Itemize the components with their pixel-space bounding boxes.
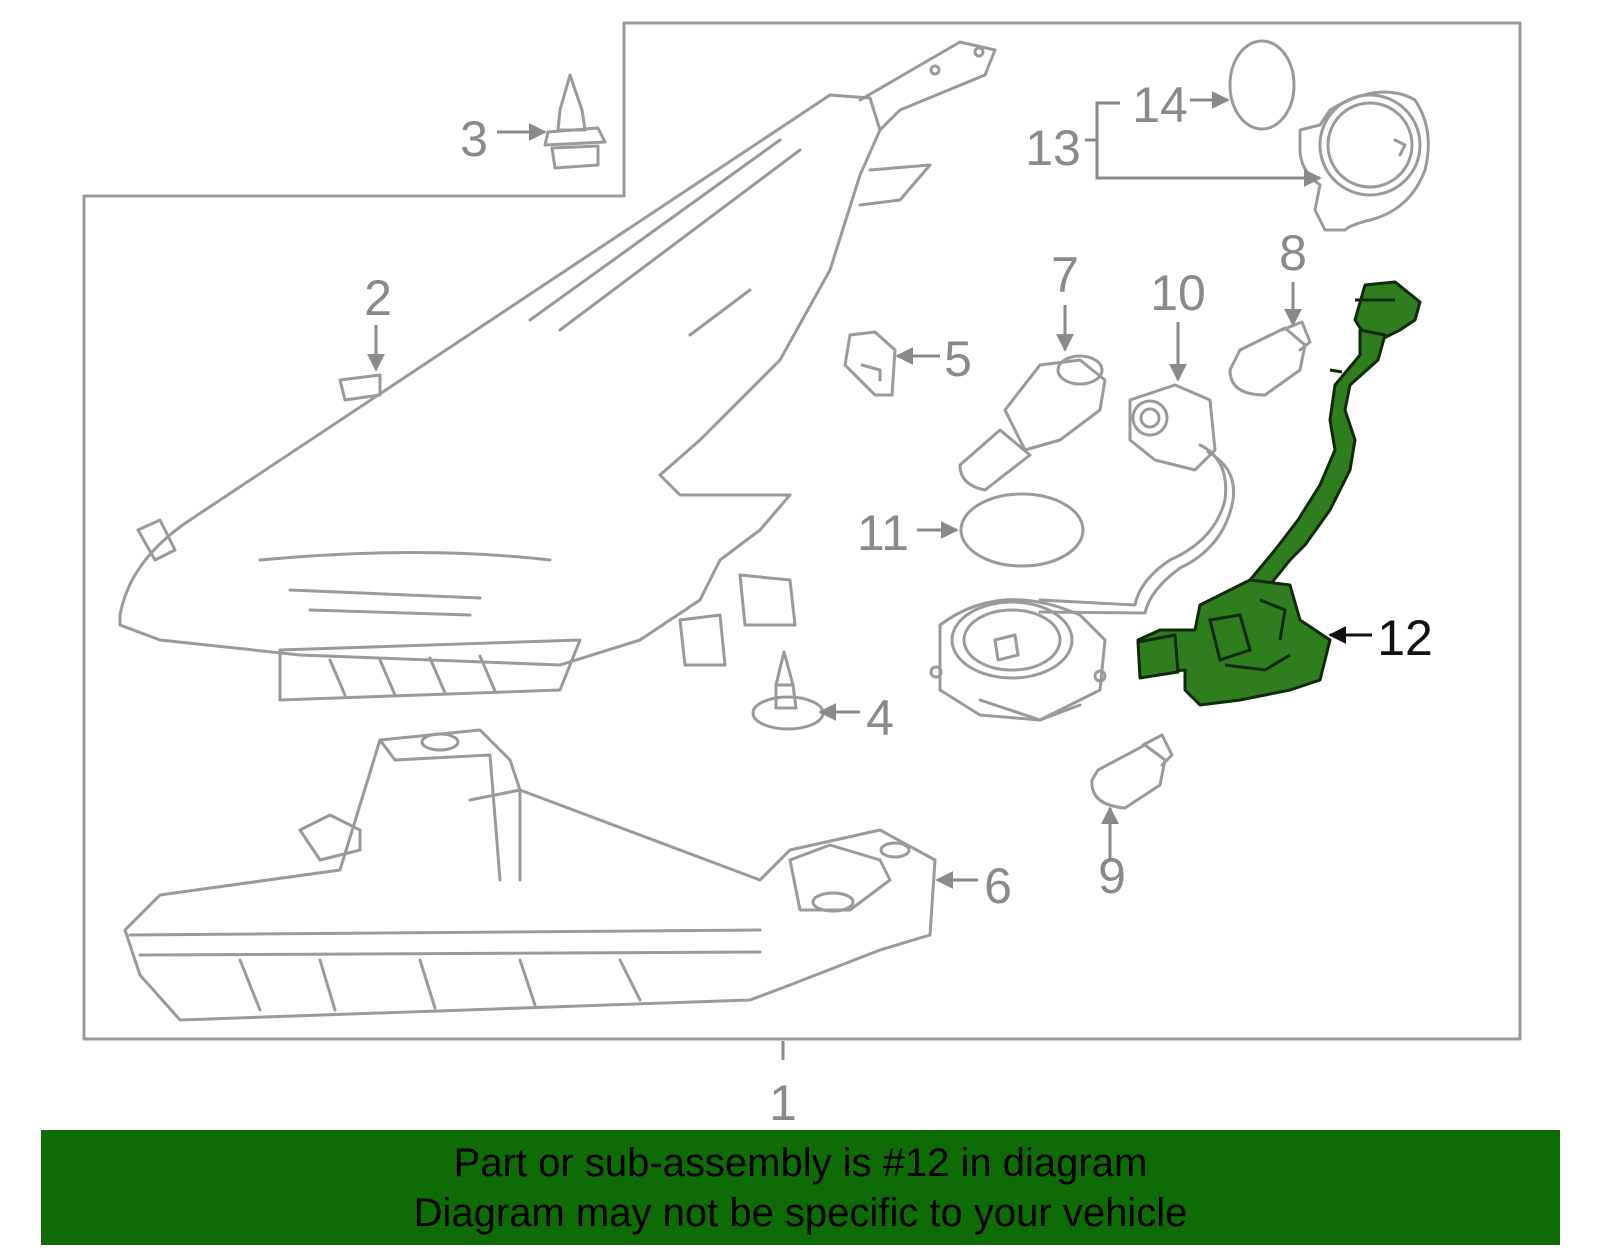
banner-line-1: Part or sub-assembly is #12 in diagram [453,1140,1148,1185]
callout-11-label: 11 [857,505,909,561]
callout-1-label: 1 [769,1075,797,1131]
info-banner: Part or sub-assembly is #12 in diagram D… [41,1130,1560,1245]
callout-12-label: 12 [1377,610,1433,666]
rear-cover-part-13 [1298,90,1430,232]
o-ring-part-11 [959,492,1085,568]
wiring-harness-part-12-highlighted [1136,280,1422,707]
bulb-part-8 [1228,320,1312,397]
callout-4-label: 4 [866,690,894,746]
ballast-unit [929,598,1107,722]
bulb-part-7 [958,354,1107,492]
callout-6-label: 6 [984,858,1012,914]
clip-part-5 [843,330,897,397]
banner-line-2: Diagram may not be specific to your vehi… [413,1190,1188,1235]
pin-fastener-part-4 [751,650,825,731]
igniter-part-10 [1038,383,1236,615]
callout-2-label: 2 [364,270,392,326]
callout-10-label: 10 [1150,265,1206,321]
assembly-border [82,21,1522,1041]
callout-3-label: 3 [460,111,488,167]
bulb-part-9 [1090,733,1174,810]
lamp-housing-part-6 [123,728,937,1022]
headlamp-housing-part-2 [118,40,997,702]
callout-7-label: 7 [1051,247,1079,303]
callout-8-label: 8 [1279,225,1307,281]
cap-part-14 [1228,39,1296,131]
callout-5-label: 5 [944,331,972,387]
callout-14-label: 14 [1132,77,1188,133]
callout-9-label: 9 [1098,848,1126,904]
push-clip-part-3 [543,73,607,170]
callout-13-label: 13 [1025,120,1081,176]
